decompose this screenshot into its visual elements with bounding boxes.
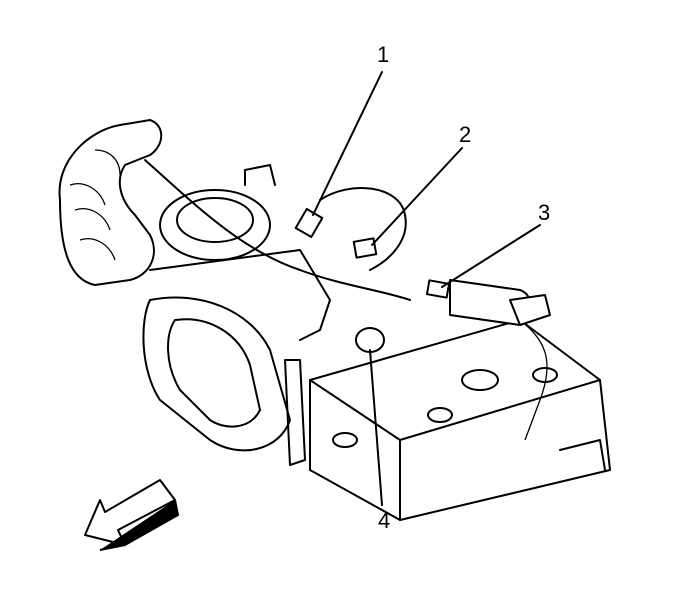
callout-1: 1	[377, 42, 390, 67]
connector-1	[294, 207, 324, 239]
leader-line-4	[369, 349, 383, 506]
callout-3: 3	[538, 200, 551, 225]
intake-manifold	[142, 249, 331, 466]
front-arrow-icon	[84, 479, 180, 551]
throttle-body	[159, 164, 276, 261]
connector-3	[425, 279, 451, 299]
leader-line-3	[441, 224, 541, 288]
wiring-harness	[144, 159, 411, 301]
air-intake-hose	[58, 119, 163, 286]
sensor-tube	[449, 279, 551, 441]
leader-line-1	[312, 71, 383, 216]
leader-line-2	[371, 147, 463, 246]
callout-4: 4	[378, 508, 391, 533]
sensor-4	[355, 327, 385, 353]
callout-2: 2	[459, 122, 472, 147]
valve-cover	[309, 319, 611, 521]
connector-2	[352, 237, 378, 259]
